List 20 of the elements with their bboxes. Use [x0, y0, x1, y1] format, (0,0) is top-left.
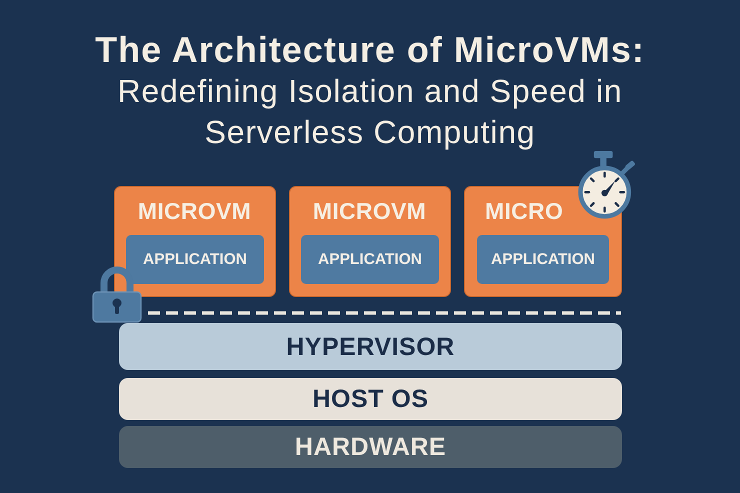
- layer-label: HARDWARE: [294, 433, 446, 461]
- application-label: APPLICATION: [318, 250, 422, 268]
- application-label: APPLICATION: [491, 250, 595, 268]
- application-block: [477, 235, 609, 284]
- application-block: [126, 235, 264, 284]
- microvm-panel: [464, 186, 622, 297]
- subtitle: Redefining Isolation and Speed in Serverless Computing: [116, 72, 624, 152]
- microvm-heading: MICROVM: [312, 199, 428, 223]
- microvm-heading: MICROVM: [136, 199, 252, 223]
- application-block: [301, 235, 439, 284]
- layer-bar: [119, 426, 622, 468]
- application-label: APPLICATION: [143, 250, 247, 268]
- layer-bar: [119, 378, 622, 420]
- microvm-panel: [114, 186, 276, 297]
- microvm-panel: [289, 186, 451, 297]
- microvm-heading: MICRO: [485, 199, 564, 223]
- layer-bar: [119, 323, 622, 370]
- layer-label: HYPERVISOR: [286, 332, 455, 360]
- layer-label: HOST OS: [312, 385, 428, 413]
- title: The Architecture of MicroVMs:: [94, 30, 646, 70]
